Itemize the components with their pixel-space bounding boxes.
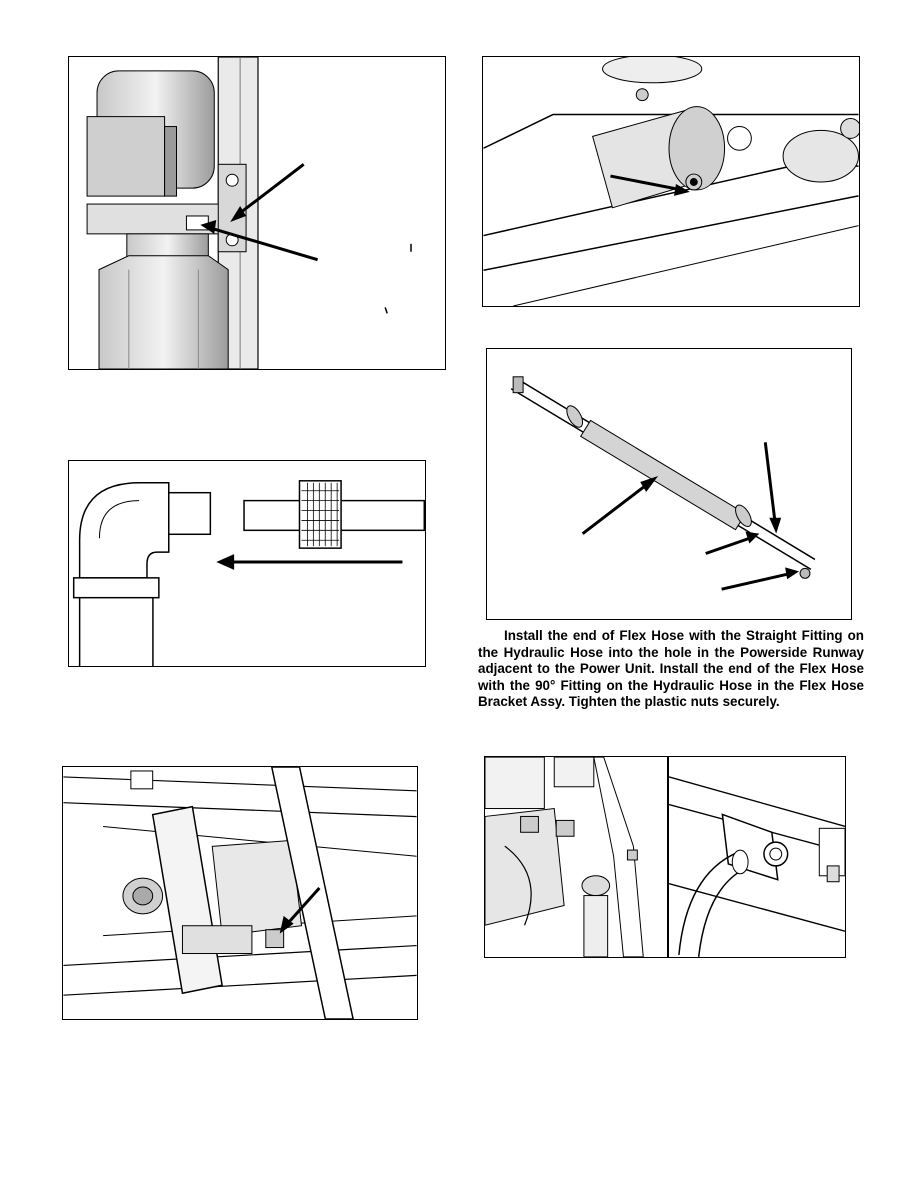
figure-hose-bracket <box>668 756 846 958</box>
figure-elbow-fitting <box>68 460 426 667</box>
figure-flex-hose <box>486 348 852 620</box>
figure-cylinder-end <box>482 56 860 307</box>
power-unit-motor-illustration <box>86 57 412 369</box>
figure-power-unit-port <box>484 756 668 958</box>
power-unit-port-illustration <box>485 757 644 957</box>
runway-cross-member-illustration <box>63 767 417 1019</box>
figure-runway-cross-member <box>62 766 418 1020</box>
flex-hose-install-instructions: Install the end of Flex Hose with the St… <box>478 628 864 710</box>
flex-hose-illustration <box>510 376 816 591</box>
figure-power-unit-motor <box>68 56 446 370</box>
cylinder-end-illustration <box>483 57 859 306</box>
hose-bracket-illustration <box>669 776 845 957</box>
elbow-fitting-illustration <box>72 480 425 666</box>
